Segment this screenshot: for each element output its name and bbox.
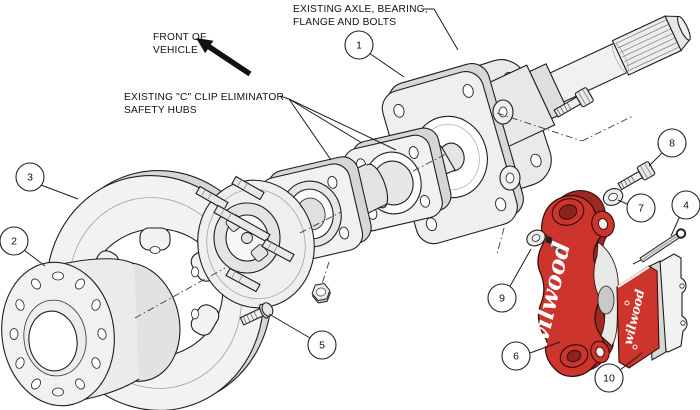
note-front-of-vehicle: FRONT OF VEHICLE [153, 32, 252, 77]
washer-7 [602, 188, 624, 206]
callout-8: 8 [657, 128, 687, 158]
front-direction-arrow [196, 38, 252, 77]
callout-2: 2 [0, 226, 29, 256]
assembly-axis-dashes [134, 112, 634, 319]
caliper-piston [597, 285, 615, 315]
wheel-studs [195, 175, 295, 293]
axle-note-line1: EXISTING AXLE, BEARING, [293, 4, 428, 15]
callout-9: 9 [487, 283, 517, 313]
svg-text:6: 6 [513, 351, 519, 363]
callout-3: 3 [15, 162, 45, 192]
brake-caliper: wilwood [523, 190, 619, 377]
brake-pads: wilwood [616, 253, 688, 369]
front-note-line1: FRONT OF [153, 32, 206, 43]
callout-1: 1 [344, 30, 374, 60]
svg-text:10: 10 [603, 373, 615, 385]
svg-text:4: 4 [683, 200, 689, 212]
hub-note-line2: SAFETY HUBS [124, 105, 197, 116]
mount-bolt [617, 161, 656, 191]
note-hub: EXISTING "C" CLIP ELIMINATOR SAFETY HUBS [124, 92, 284, 116]
hat-bolt-holes [9, 271, 107, 397]
callout-10: 10 [594, 363, 624, 393]
hub-note-line1: EXISTING "C" CLIP ELIMINATOR [124, 92, 284, 103]
rotor-hat-adapter [1, 258, 181, 407]
leader-lines [23, 8, 681, 371]
axle-wheel-flange [195, 175, 315, 309]
washer-9 [526, 229, 546, 247]
svg-text:9: 9 [499, 293, 505, 305]
callouts: 1 2 3 4 5 6 7 8 [0, 30, 700, 393]
svg-text:2: 2 [11, 236, 17, 248]
svg-text:7: 7 [638, 203, 644, 215]
callout-7: 7 [626, 193, 656, 223]
flange-bolt [553, 87, 594, 118]
hex-nut [311, 282, 331, 304]
axle-note-line2: FLANGE AND BOLTS [293, 17, 396, 28]
cotter-pin [632, 228, 687, 265]
svg-text:5: 5 [319, 340, 325, 352]
callout-6: 6 [501, 341, 531, 371]
callout-5: 5 [307, 330, 337, 360]
svg-text:1: 1 [356, 40, 362, 52]
svg-text:8: 8 [669, 138, 675, 150]
wheel-stud-loose [239, 302, 274, 326]
callout-4: 4 [671, 190, 700, 220]
front-note-line2: VEHICLE [153, 45, 198, 56]
axle-shaft [547, 15, 691, 104]
svg-text:3: 3 [27, 172, 33, 184]
note-axle: EXISTING AXLE, BEARING, FLANGE AND BOLTS [293, 4, 428, 28]
outboard-pad-plate [616, 265, 660, 369]
inboard-pad [659, 253, 688, 353]
